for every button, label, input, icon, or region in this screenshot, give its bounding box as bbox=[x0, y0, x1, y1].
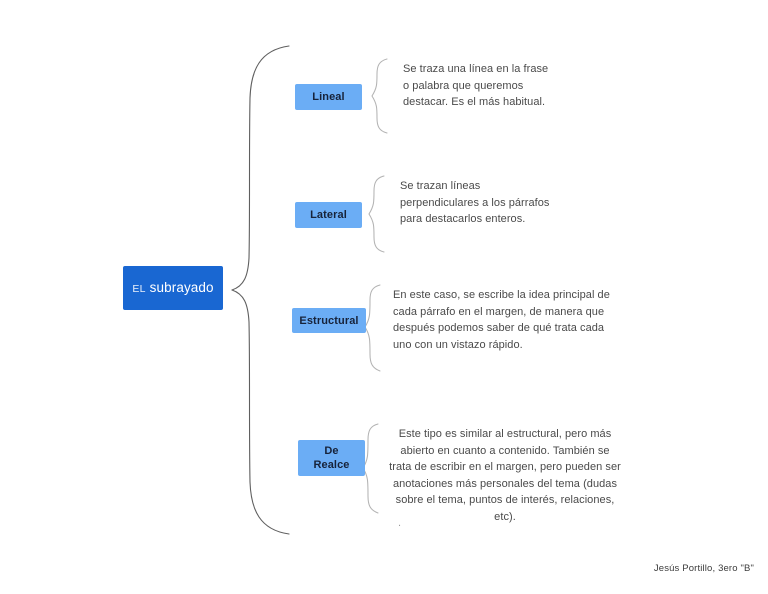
main-brace-upper bbox=[231, 45, 290, 291]
brace-lineal bbox=[371, 58, 388, 134]
brace-realce bbox=[362, 423, 379, 514]
root-node-name: subrayado bbox=[149, 280, 214, 296]
branch-description-lineal: Se traza una línea en la frase o palabra… bbox=[403, 63, 549, 108]
brace-lateral bbox=[368, 175, 385, 253]
branch-label-estructural: Estructural bbox=[299, 314, 359, 327]
branch-box-lateral[interactable]: Lateral bbox=[295, 202, 362, 228]
branch-label-de-realce-line1: De bbox=[324, 445, 339, 457]
branch-label-lineal: Lineal bbox=[312, 91, 345, 103]
branch-description-de-realce: Este tipo es similar al estructural, per… bbox=[389, 428, 621, 523]
stray-period-mark: . bbox=[398, 517, 402, 529]
root-node-el-subrayado[interactable]: EL subrayado bbox=[123, 266, 223, 310]
author-credit: Jesús Portillo, 3ero "B" bbox=[653, 563, 754, 574]
branch-label-lateral: Lateral bbox=[310, 209, 347, 221]
branch-box-estructural[interactable]: Estructural bbox=[292, 308, 366, 333]
branch-description-lateral: Se trazan líneas perpendiculares a los p… bbox=[400, 180, 550, 225]
main-brace-lower bbox=[231, 289, 290, 535]
branch-description-estructural: En este caso, se escribe la idea princip… bbox=[393, 289, 610, 351]
root-node-prefix: EL bbox=[132, 283, 146, 296]
branch-box-lineal[interactable]: Lineal bbox=[295, 84, 362, 110]
brace-estructural bbox=[364, 284, 381, 372]
branch-label-de-realce-line2: Realce bbox=[313, 459, 350, 471]
root-node-label: EL subrayado bbox=[132, 281, 213, 295]
